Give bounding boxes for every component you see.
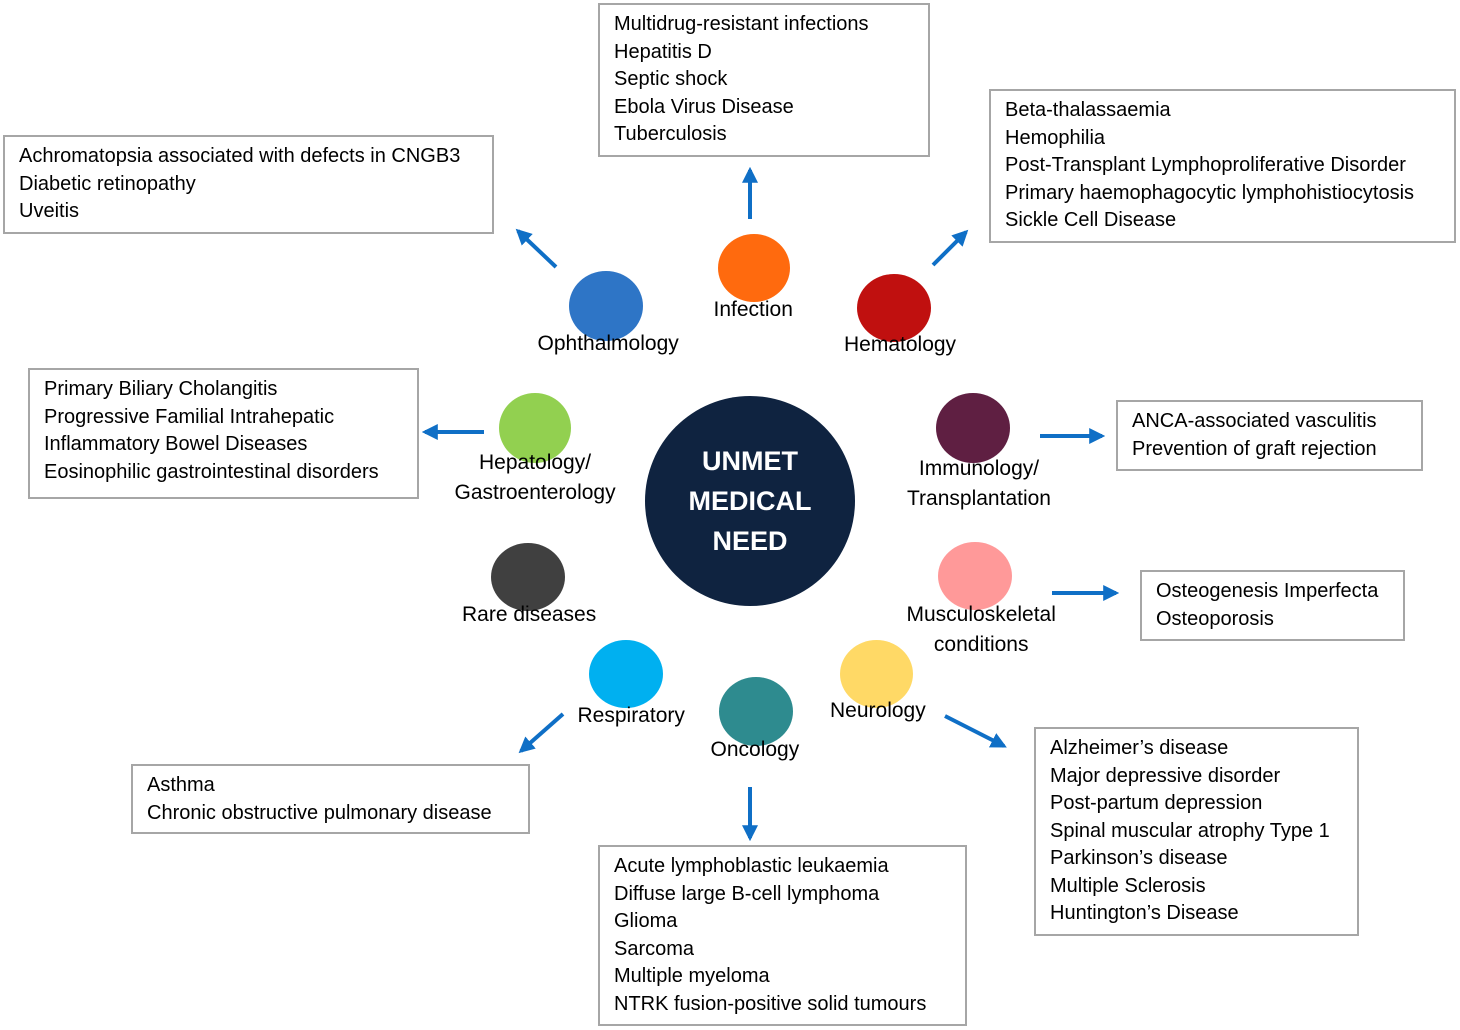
musculoskeletal-condition-item: Osteogenesis Imperfecta <box>1156 580 1379 602</box>
immunology-label-line: Immunology/ <box>918 457 1040 480</box>
musculoskeletal-circle <box>938 542 1012 610</box>
neurology-condition-item: Spinal muscular atrophy Type 1 <box>1050 819 1330 842</box>
immunology-condition-item: Prevention of graft rejection <box>1132 437 1377 460</box>
oncology-condition-item: NTRK fusion-positive solid tumours <box>614 992 927 1015</box>
respiratory-condition-item: Chronic obstructive pulmonary disease <box>147 801 492 824</box>
neurology-circle <box>840 640 913 708</box>
oncology-condition-item: Multiple myeloma <box>614 965 770 987</box>
center-line-2: MEDICAL <box>688 486 812 516</box>
infection-condition-item: Hepatitis D <box>614 40 712 63</box>
ophthalmology-conditions-box: Achromatopsia associated with defects in… <box>3 135 494 234</box>
hepatology-condition-item: Inflammatory Bowel Diseases <box>44 433 308 455</box>
hepatology-condition-item: Primary Biliary Cholangitis <box>44 378 278 400</box>
oncology-label: Oncology <box>711 735 800 765</box>
neurology-condition-item: Huntington’s Disease <box>1050 902 1239 924</box>
neurology-condition-item: Parkinson’s disease <box>1050 847 1228 869</box>
infection-circle <box>718 234 790 302</box>
oncology-circle <box>719 677 793 746</box>
ophthalmology-label: Ophthalmology <box>538 329 679 359</box>
immunology-condition-item: ANCA-associated vasculitis <box>1132 410 1377 432</box>
infection-label-line: Infection <box>713 298 793 321</box>
center-circle: UNMET MEDICAL NEED <box>645 396 855 606</box>
respiratory-condition-item: Asthma <box>147 774 215 796</box>
center-line-1: UNMET <box>702 446 798 476</box>
musculoskeletal-label-line: Musculoskeletal <box>906 603 1056 626</box>
immunology-circle <box>936 393 1010 463</box>
hematology-label: Hematology <box>844 330 956 360</box>
oncology-condition-item: Acute lymphoblastic leukaemia <box>614 855 889 877</box>
neurology-condition-item: Post-partum depression <box>1050 792 1263 814</box>
oncology-condition-item: Diffuse large B-cell lymphoma <box>614 882 880 905</box>
center-line-3: NEED <box>712 526 788 556</box>
ophthalmology-label-line: Ophthalmology <box>537 332 679 355</box>
infection-condition-item: Multidrug-resistant infections <box>614 13 869 35</box>
ophthalmology-condition-item: Diabetic retinopathy <box>19 172 196 195</box>
infection-condition-item: Tuberculosis <box>614 123 727 145</box>
hepatology-condition-item: Progressive Familial Intrahepatic <box>44 405 335 428</box>
respiratory-label: Respiratory <box>578 701 685 731</box>
hematology-label-line: Hematology <box>844 333 957 356</box>
immunology-label: Immunology/Transplantation <box>907 454 1051 514</box>
hematology-condition-item: Hemophilia <box>1005 126 1106 149</box>
rare-circle <box>491 543 565 611</box>
neurology-condition-item: Major depressive disorder <box>1050 764 1281 787</box>
ophthalmology-condition-item: Uveitis <box>19 200 80 222</box>
rare-label: Rare diseases <box>462 600 596 630</box>
ophthalmology-circle <box>569 271 643 341</box>
neurology-arrow <box>944 714 1007 748</box>
hepatology-label-line: Gastroenterology <box>454 481 616 504</box>
infection-condition-item: Ebola Virus Disease <box>614 95 794 118</box>
neurology-condition-item: Alzheimer’s disease <box>1050 737 1229 759</box>
hematology-condition-item: Beta-thalassaemia <box>1005 99 1171 121</box>
hematology-condition-item: Post-Transplant Lymphoproliferative Diso… <box>1005 154 1406 176</box>
hematology-condition-item: Sickle Cell Disease <box>1005 209 1177 231</box>
infection-condition-item: Septic shock <box>614 68 728 90</box>
neurology-condition-item: Multiple Sclerosis <box>1050 874 1206 897</box>
hematology-arrow <box>931 229 969 267</box>
immunology-label-line: Transplantation <box>907 487 1051 510</box>
respiratory-circle <box>589 640 663 708</box>
hepatology-label-line: Hepatology/ <box>479 451 592 474</box>
oncology-condition-item: Glioma <box>614 910 678 932</box>
hematology-condition-item: Primary haemophagocytic lymphohistiocyto… <box>1005 181 1415 204</box>
ophthalmology-condition-item: Achromatopsia associated with defects in… <box>19 145 461 167</box>
respiratory-label-line: Respiratory <box>577 704 685 727</box>
musculoskeletal-label: Musculoskeletal conditions <box>907 600 1056 660</box>
rare-label-line: Rare diseases <box>462 603 597 626</box>
hepatology-condition-item: Eosinophilic gastrointestinal disorders <box>44 460 379 483</box>
oncology-label-line: Oncology <box>710 738 800 761</box>
oncology-condition-item: Sarcoma <box>614 937 695 960</box>
ophthalmology-arrow <box>515 228 558 269</box>
musculoskeletal-condition-item: Osteoporosis <box>1156 607 1274 630</box>
hepatology-circle <box>499 393 571 463</box>
neurology-label-line: Neurology <box>830 699 926 722</box>
musculoskeletal-label-line: conditions <box>933 633 1029 656</box>
hematology-circle <box>857 274 931 342</box>
respiratory-arrow <box>518 712 565 754</box>
neurology-label: Neurology <box>830 696 926 726</box>
hepatology-label: Hepatology/Gastroenterology <box>455 448 616 508</box>
infection-label: Infection <box>714 295 793 325</box>
